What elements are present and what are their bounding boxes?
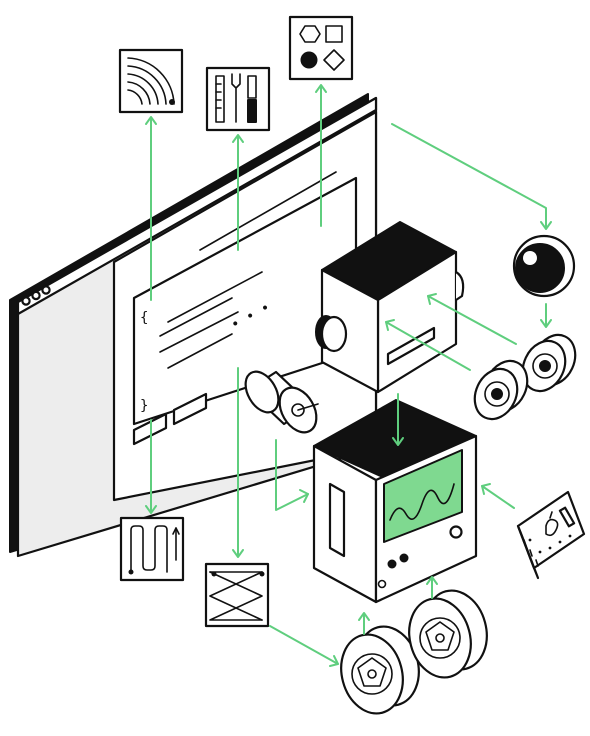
motor [244,370,319,434]
shapes-icon [288,15,354,81]
eye-icon [512,234,576,298]
code-brace-close: } [140,398,148,414]
wheel-right [408,589,488,679]
connector-arrows [145,84,552,667]
oscilloscope-knob[interactable] [449,525,463,539]
code-line [159,297,233,337]
raspberry-pi-board-icon [516,490,586,580]
code-editor-window: { } • • • [9,93,378,558]
editor-button-right[interactable] [172,392,208,426]
window-controls-icon [21,285,51,306]
lens-ring-lower [473,359,529,421]
oscilloscope-button[interactable] [399,553,409,563]
serpentine-path-icon [119,516,185,582]
tools-icon [205,66,271,132]
code-line [167,271,263,323]
code-brace-open: { [140,310,148,326]
oscilloscope-button[interactable] [387,559,397,569]
code-line [159,311,239,353]
camera-module [315,221,465,394]
signal-waves-icon [118,48,184,114]
code-line [167,333,233,369]
waveform [389,483,455,521]
oscilloscope-screen [383,449,463,543]
lens-ring-upper [521,333,577,393]
zigzag-path-icon [204,562,270,628]
